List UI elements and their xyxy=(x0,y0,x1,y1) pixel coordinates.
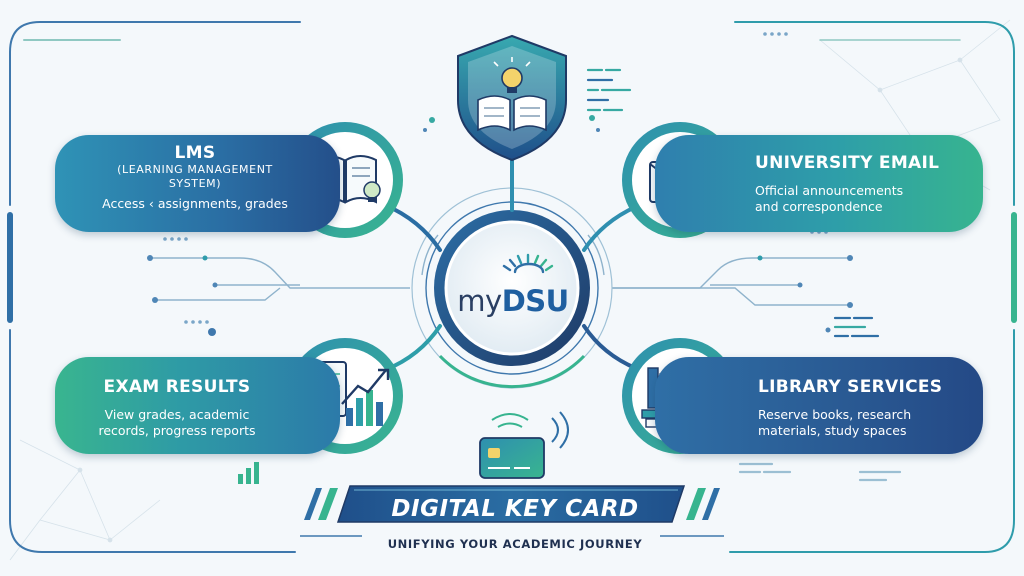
logo-sunburst xyxy=(502,253,554,274)
logo-main: DSU xyxy=(501,284,570,318)
node-library-services: Library Services Reserve books, research… xyxy=(655,357,983,454)
node-library-description: Reserve books, research materials, study… xyxy=(758,407,912,438)
code-lines xyxy=(586,68,902,482)
node-library-title: Library Services xyxy=(758,377,943,397)
banner-ribbon xyxy=(300,485,724,537)
shield-book-lightbulb-icon xyxy=(457,34,567,162)
node-university-email: University Email Official announcements … xyxy=(655,135,983,232)
banner-subtitle: UNIFYING YOUR ACADEMIC JOURNEY xyxy=(387,537,643,551)
node-lms-title: LMS xyxy=(174,143,216,163)
mydsu-logo: myDSU xyxy=(448,284,578,318)
node-lms-description: Access ‹ assignments, grades xyxy=(102,196,288,211)
node-email-title: University Email xyxy=(755,153,940,173)
logo-prefix: my xyxy=(457,284,502,318)
node-lms-subtitle: (Learning Management System) xyxy=(117,163,273,190)
center-rings xyxy=(411,187,613,389)
node-exam-results: Exam Results View grades, academic recor… xyxy=(55,357,340,454)
node-email-description: Official announcements and correspondenc… xyxy=(755,183,904,214)
node-exam-title: Exam Results xyxy=(103,377,251,397)
outer-frame xyxy=(7,21,1017,553)
banner-title: DIGITAL KEY CARD xyxy=(391,496,639,522)
circuit-lines xyxy=(150,234,850,306)
node-lms: LMS (Learning Management System) Access … xyxy=(55,135,340,232)
mini-bar-chart-icon xyxy=(238,462,259,484)
circuit-nodes xyxy=(147,115,856,336)
node-exam-description: View grades, academic records, progress … xyxy=(98,407,256,438)
contactless-card-icon xyxy=(479,411,569,479)
